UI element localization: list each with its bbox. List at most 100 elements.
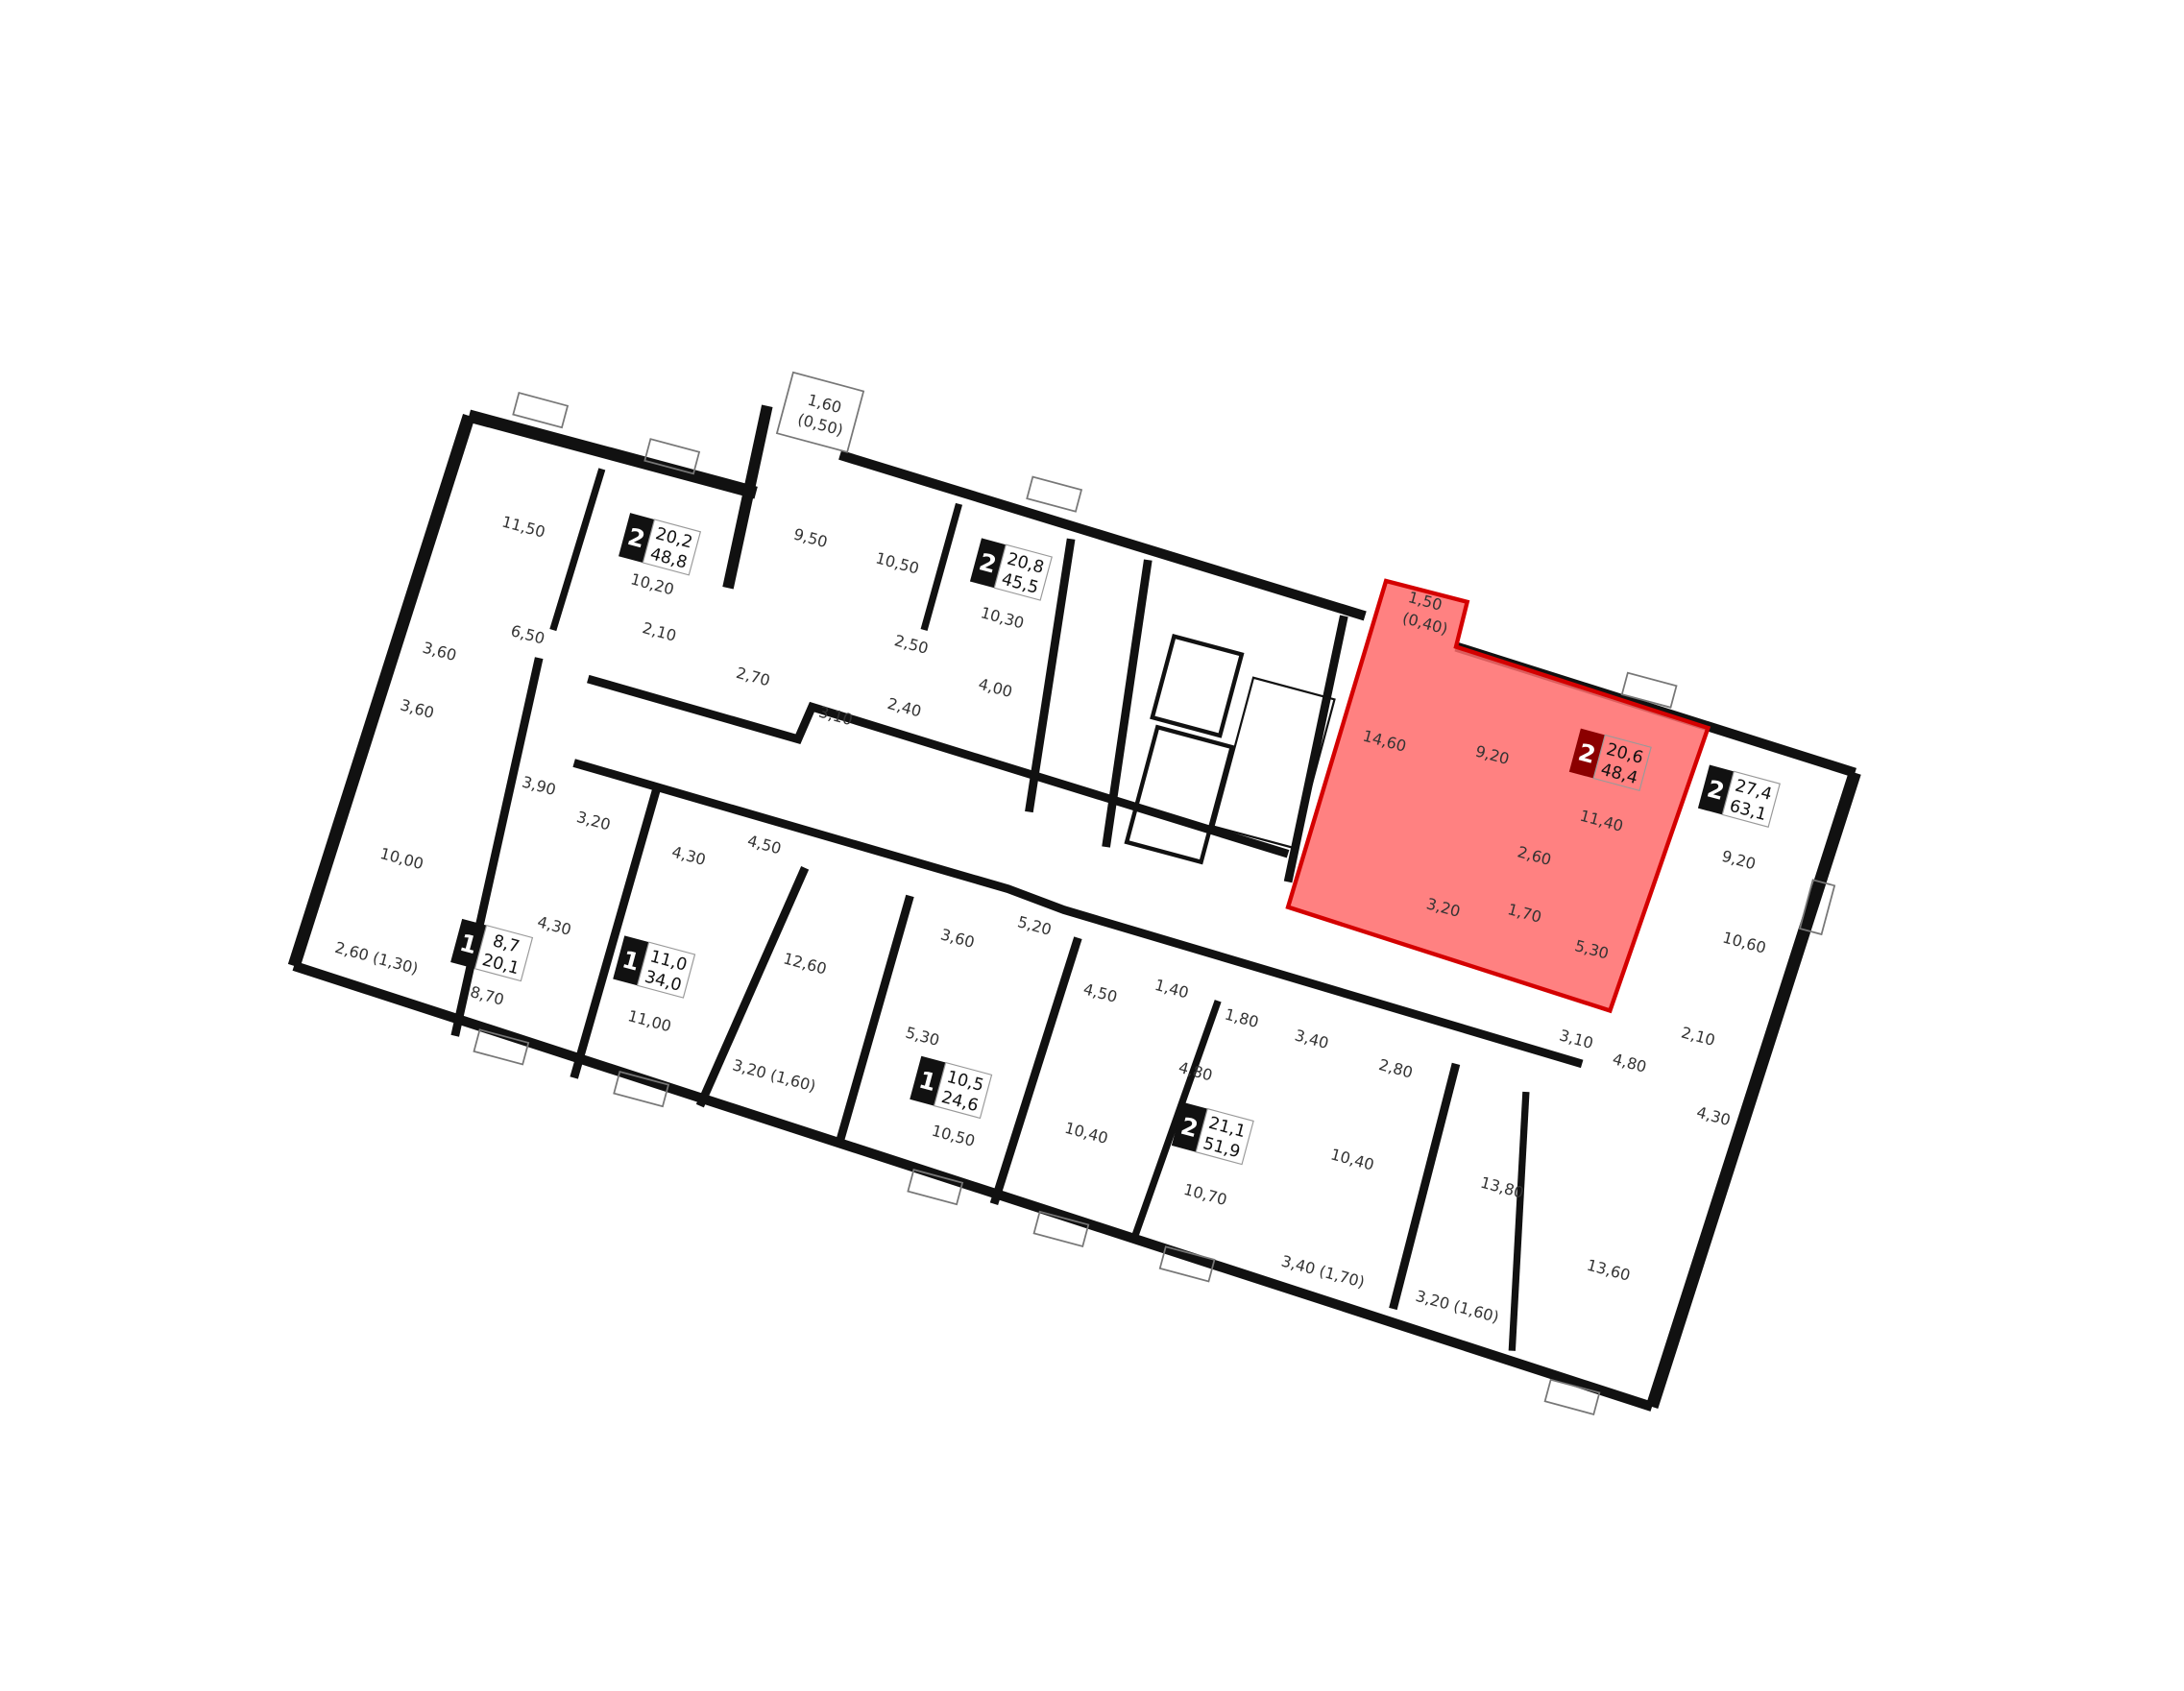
area-box (1195, 1107, 1254, 1166)
room-area-label: 10,70 (1181, 1180, 1228, 1209)
partition (695, 866, 810, 1108)
room-area-label: 3,40 (1293, 1026, 1330, 1052)
partition (1389, 1062, 1461, 1311)
room-area-label: 4,30 (669, 842, 707, 869)
partition (989, 936, 1082, 1205)
room-count-box (1171, 1101, 1208, 1152)
walls (287, 404, 1861, 1412)
partition (1508, 1091, 1530, 1351)
room-count-box (910, 1055, 946, 1106)
room-area-label: 3,60 (421, 639, 458, 665)
room-area-label: 5,30 (904, 1023, 941, 1050)
partition (549, 468, 606, 632)
room-area-label: 4,50 (745, 832, 783, 858)
stairs (1212, 676, 1336, 850)
room-area-label: 2,50 (892, 631, 930, 658)
room-area-label: 4,80 (1611, 1050, 1648, 1076)
elevator-shaft (1150, 633, 1245, 738)
area-box (642, 519, 702, 576)
room-count-box (450, 918, 487, 969)
room-area-label: 1,40 (1153, 976, 1190, 1003)
window-box (1026, 475, 1083, 513)
room-area-label: 2,60 (1,30) (333, 938, 421, 978)
area-box (636, 941, 696, 999)
outer-wall-top-3 (838, 449, 1367, 621)
area-box (1592, 734, 1652, 792)
room-area-label: 2,10 (641, 618, 678, 645)
room-area-label: 4,30 (536, 912, 573, 939)
room-area-label: 3,90 (520, 773, 557, 800)
window-box (1543, 1378, 1601, 1415)
highlighted-apartment[interactable] (1285, 578, 1711, 1014)
room-area-label: 10,60 (1721, 928, 1768, 956)
window-box (907, 1169, 964, 1206)
outer-wall-bottom (292, 961, 1654, 1412)
room-area-label: 12,60 (782, 949, 829, 978)
room-count-box (613, 935, 649, 986)
room-area-label: 2,80 (1377, 1055, 1415, 1082)
corridor-wall-south (572, 759, 1584, 1069)
window-box (1158, 1245, 1216, 1283)
room-area-label: 3,10 (1558, 1026, 1595, 1052)
room-area-label: 9,50 (791, 525, 829, 552)
balcony (775, 371, 865, 453)
partition (1130, 1000, 1222, 1241)
elevator-shaft (1124, 724, 1235, 865)
room-area-label: 2,70 (735, 664, 772, 690)
room-count-box (1568, 728, 1606, 779)
room-area-label: 4,50 (1081, 979, 1119, 1006)
partition (1025, 538, 1076, 813)
room-area-label: 8,70 (469, 982, 506, 1009)
corridor-wall-north (587, 674, 1290, 858)
room-area-label: 11,50 (500, 513, 547, 542)
area-box (1721, 770, 1781, 828)
room-area-label: 4,80 (1177, 1058, 1214, 1085)
room-area-label: 2,10 (1679, 1023, 1716, 1050)
room-area-label: 3,20 (1,60) (731, 1055, 818, 1095)
room-area-label: 3,60 (938, 925, 976, 952)
room-count-box (619, 513, 655, 564)
room-area-label: 4,00 (977, 675, 1014, 702)
room-area-label: 3,60 (399, 695, 436, 722)
window-box (473, 1028, 530, 1066)
outer-wall-left (287, 414, 475, 968)
window-box (613, 1071, 670, 1108)
partition (920, 502, 963, 631)
room-area-label: 9,20 (1720, 847, 1758, 874)
room-area-label: 10,40 (1328, 1145, 1375, 1173)
area-box (993, 544, 1053, 601)
area-box (473, 924, 534, 982)
outer-wall-top-2 (722, 404, 773, 590)
window-box (1798, 879, 1836, 936)
room-area-label: 3,20 (1,60) (1414, 1287, 1501, 1326)
room-area-label: 3,10 (817, 703, 855, 730)
window-box (1620, 671, 1678, 709)
room-area-label: 10,00 (378, 844, 425, 873)
partition (836, 894, 914, 1143)
room-count-box (969, 538, 1007, 589)
room-area-label: 3,20 (574, 808, 612, 834)
window-box (1032, 1210, 1090, 1248)
room-area-label: 10,50 (874, 548, 921, 577)
balconies (473, 371, 1836, 1415)
outer-wall-top (467, 409, 758, 499)
window-box (643, 438, 701, 475)
partition (450, 657, 544, 1037)
outer-wall-right (1645, 770, 1861, 1410)
window-box (512, 392, 570, 429)
partition (1102, 559, 1153, 848)
room-area-label: 1,80 (1223, 1005, 1260, 1032)
room-area-label: 13,60 (1585, 1256, 1632, 1285)
room-count-box (1697, 764, 1735, 815)
room-area-label: 10,40 (1063, 1119, 1110, 1147)
room-area-label: 2,40 (886, 694, 923, 721)
